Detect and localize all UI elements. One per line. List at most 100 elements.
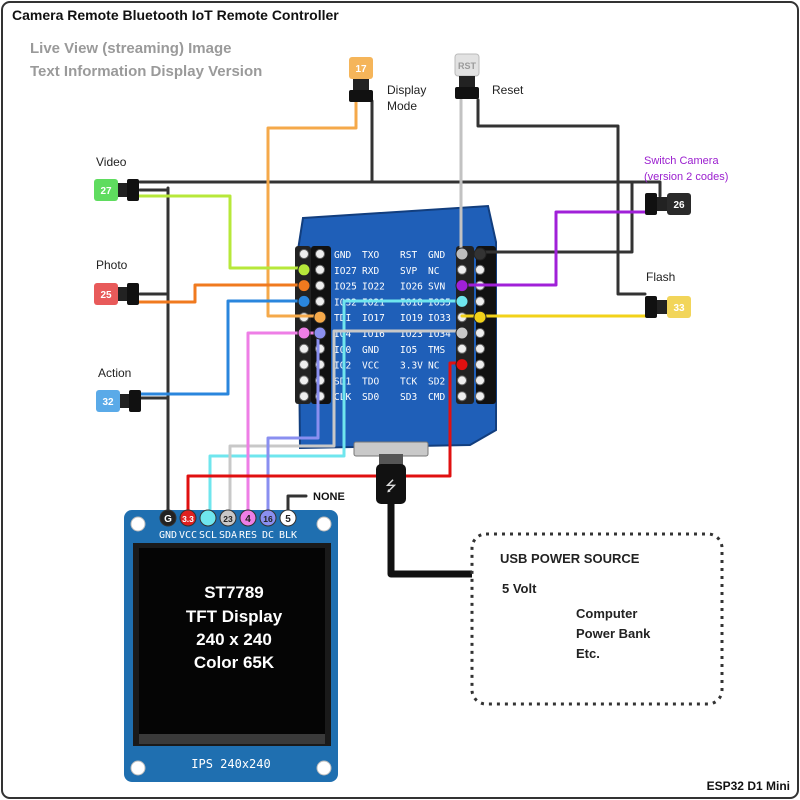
board-pin-label: GND <box>362 345 379 356</box>
switch-camera-label-line2: (version 2 codes) <box>644 171 728 183</box>
flash-label: Flash <box>646 270 675 284</box>
photo-pin: 25 <box>100 290 112 301</box>
video-cap <box>94 179 118 201</box>
subtitle-line2: Text Information Display Version <box>30 63 262 80</box>
board-pin-label: IO18 <box>400 297 423 308</box>
action-pin: 32 <box>102 397 114 408</box>
reset-stem <box>459 76 475 88</box>
board-pin-left-outer <box>299 375 309 386</box>
mount-hole-tl <box>130 516 146 532</box>
board-pin-label: TCK <box>400 376 417 387</box>
wire-ground-taps <box>138 188 170 400</box>
connected-pin <box>455 279 469 293</box>
display-mode-label-line2: Mode <box>387 99 417 113</box>
wires <box>136 98 662 578</box>
connected-pin <box>455 358 469 372</box>
wire-display-mode <box>266 100 358 318</box>
board-pin-left-inner <box>315 249 325 259</box>
mount-hole-br <box>316 760 332 776</box>
board-pin-label: RXD <box>362 266 379 277</box>
wire-action <box>136 299 306 396</box>
board-pin-right-inner <box>457 391 467 402</box>
switch-camera-base <box>645 193 657 215</box>
tft-pin-number: G <box>164 514 172 525</box>
power-box-border <box>470 532 724 706</box>
action-label: Action <box>98 366 131 380</box>
tft-header-pin <box>219 509 237 527</box>
flash-base <box>645 296 657 318</box>
tft-pin-number: 4 <box>245 514 251 525</box>
photo-cap <box>94 283 118 305</box>
usb-port <box>353 441 429 457</box>
board-pin-right-outer <box>475 359 485 370</box>
tft-header-pin <box>199 509 217 527</box>
tft-header-pin <box>259 509 277 527</box>
tft-header-pin <box>279 509 297 527</box>
board-pin-right-outer <box>475 391 485 402</box>
tft-header-pin <box>159 509 177 527</box>
mount-hole-bl <box>130 760 146 776</box>
photo-base <box>127 283 139 305</box>
wire-sda <box>228 329 464 514</box>
board-pin-left-outer <box>299 249 309 259</box>
tft-pin-number: 23 <box>223 514 233 524</box>
connected-pin <box>297 279 311 293</box>
switch-camera-pin: 26 <box>673 200 685 211</box>
tft-pin-name: VCC <box>179 530 197 541</box>
connected-pin <box>297 294 311 308</box>
connected-pin <box>297 263 311 277</box>
subtitle-line1: Live View (streaming) Image <box>30 40 231 57</box>
board-name-label: ESP32 D1 Mini <box>707 779 790 793</box>
video-base <box>127 179 139 201</box>
board-pin-label: IO34 <box>428 329 451 340</box>
wire-video <box>136 194 306 270</box>
video-label: Video <box>96 155 127 169</box>
connected-pin <box>313 326 327 340</box>
screen-text-line3: 240 x 240 <box>196 630 272 649</box>
power-source-powerbank: Power Bank <box>576 626 651 641</box>
power-source-etc: Etc. <box>576 646 600 661</box>
tft-pin-name: SDA <box>219 530 237 541</box>
display-mode-base <box>349 90 373 102</box>
connected-pin <box>455 326 469 340</box>
usb-cable <box>387 496 482 578</box>
board-pin-label: SD0 <box>362 392 379 403</box>
pin-highlights <box>297 247 487 372</box>
action-base <box>129 390 141 412</box>
board-pin-label: IO5 <box>400 345 417 356</box>
tft-pin-number: 5 <box>285 514 291 525</box>
tft-ribbon <box>139 734 325 744</box>
usb-symbol-icon: ⭍ <box>385 478 397 494</box>
tft-pin-number: 16 <box>263 514 273 524</box>
usb-power-source-box: USB POWER SOURCE 5 Volt Computer Power B… <box>470 532 724 706</box>
board-pin-label: IO22 <box>362 282 385 293</box>
usb-plug-metal <box>379 454 403 466</box>
board-pin-label: SD2 <box>428 376 445 387</box>
board-pin-right-inner <box>457 264 467 275</box>
wire-photo <box>136 283 306 304</box>
flash-button: 33 <box>645 296 691 318</box>
reset-button: RST <box>454 53 480 99</box>
reset-label: Reset <box>492 83 524 97</box>
board-pin-label: SD3 <box>400 392 417 403</box>
video-pin: 27 <box>100 186 112 197</box>
video-button: 27 <box>94 179 139 201</box>
board-pin-label: IO16 <box>362 329 385 340</box>
board-pin-right-outer <box>475 264 485 275</box>
board-pin-right-outer <box>475 296 485 307</box>
board-pin-right-outer <box>475 343 485 354</box>
usb-plug: ⭍ <box>376 454 406 504</box>
tft-pin-name: RES <box>239 530 257 541</box>
tft-pin-name: BLK <box>279 530 297 541</box>
tft-bottom-label: IPS 240x240 <box>191 757 270 771</box>
tft-screen <box>139 548 325 734</box>
connected-pin <box>455 247 469 261</box>
wire-blk-none <box>286 494 308 514</box>
reset-base <box>455 87 479 99</box>
connected-pin <box>473 247 487 261</box>
photo-label: Photo <box>96 258 128 272</box>
board-pin-label: VCC <box>362 361 379 372</box>
